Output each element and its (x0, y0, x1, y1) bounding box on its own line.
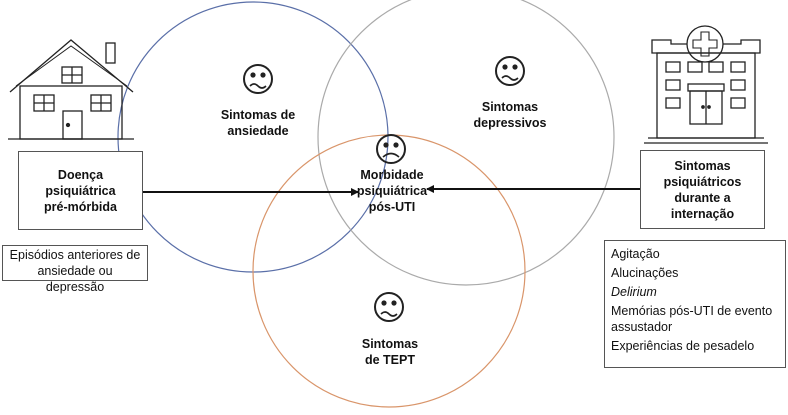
symptom-list-item: Alucinações (611, 266, 679, 280)
symptom-list-item: Agitação (611, 247, 660, 261)
hospital-symptoms-title: Sintomas psiquiátricos durante a interna… (663, 158, 742, 221)
depression-circle (317, 0, 615, 286)
depression-label: Sintomas depressivos (473, 100, 547, 130)
premorbid-title: Doença psiquiátrica pré-mórbida (44, 167, 117, 214)
worried-face-icon (243, 64, 273, 94)
anxiety-label: Sintomas de ansiedade (220, 108, 296, 138)
premorbid-note-text: Episódios anteriores de ansiedade ou dep… (9, 248, 141, 294)
center-label: Morbidade psiquiátrica pós-UTI (356, 168, 428, 214)
house-icon (8, 39, 134, 140)
hospital-icon (644, 25, 768, 144)
worried-face-icon (495, 56, 525, 86)
premorbid-note: Episódios anteriores de ansiedade ou dep… (2, 245, 148, 294)
premorbid-box: Doença psiquiátrica pré-mórbida (18, 151, 143, 230)
hospital-symptoms-box: Sintomas psiquiátricos durante a interna… (640, 150, 765, 229)
symptom-list-item: Experiências de pesadelo (611, 339, 755, 353)
symptom-list-item: Delirium (611, 285, 657, 299)
symptom-list-item: Memórias pós-UTI de evento assustador (611, 304, 773, 334)
ptsd-label: Sintomas de TEPT (361, 337, 419, 367)
worried-face-icon (374, 292, 404, 322)
sad-face-icon (376, 134, 406, 164)
